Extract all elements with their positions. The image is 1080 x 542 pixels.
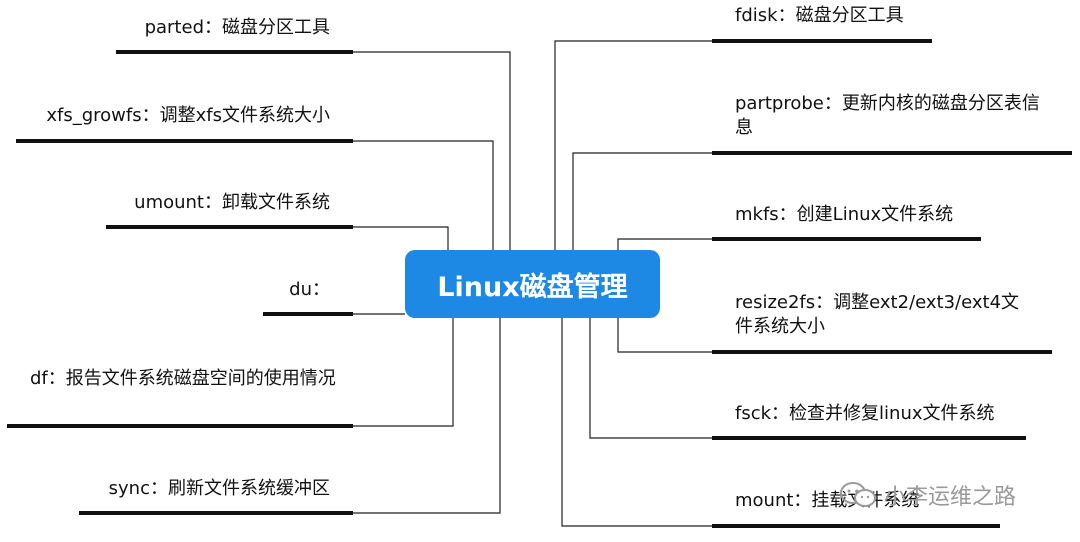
branch-xfs-growfs[interactable]: xfs_growfs：调整xfs文件系统大小 — [46, 105, 330, 126]
branch-mkfs[interactable]: mkfs：创建Linux文件系统 — [735, 204, 954, 225]
watermark-text: 小李运维之路 — [884, 485, 1017, 510]
branch-umount[interactable]: umount：卸载文件系统 — [134, 192, 330, 213]
branch-df[interactable]: df：报告文件系统磁盘空间的使用情况 — [30, 368, 336, 389]
connector-resize2fs — [617, 318, 712, 353]
central-topic[interactable]: Linux磁盘管理 — [405, 250, 660, 318]
connector-mkfs — [617, 238, 712, 250]
wechat-icon — [840, 482, 876, 507]
connector-parted — [353, 51, 511, 250]
connector-fdisk — [554, 40, 712, 250]
connector-df — [353, 318, 454, 427]
branch-fdisk[interactable]: fdisk：磁盘分区工具 — [735, 5, 904, 26]
watermark: 小李运维之路 — [838, 478, 1016, 512]
branch-resize2fs[interactable]: resize2fs：调整ext2/ext3/ext4文件系统大小 — [735, 292, 1020, 337]
connector-fsck — [589, 318, 712, 439]
connector-sync — [353, 318, 501, 514]
connector-xfs-growfs — [353, 140, 494, 250]
branch-sync[interactable]: sync：刷新文件系统缓冲区 — [108, 478, 330, 499]
branch-partprobe[interactable]: partprobe：更新内核的磁盘分区表信息 — [735, 93, 1040, 138]
connector-partprobe — [572, 152, 712, 250]
branch-fsck[interactable]: fsck：检查并修复linux文件系统 — [735, 403, 995, 424]
connector-mount — [561, 318, 712, 527]
branch-parted[interactable]: parted：磁盘分区工具 — [144, 17, 330, 38]
branch-du[interactable]: du： — [289, 279, 330, 300]
connector-umount — [353, 226, 449, 250]
